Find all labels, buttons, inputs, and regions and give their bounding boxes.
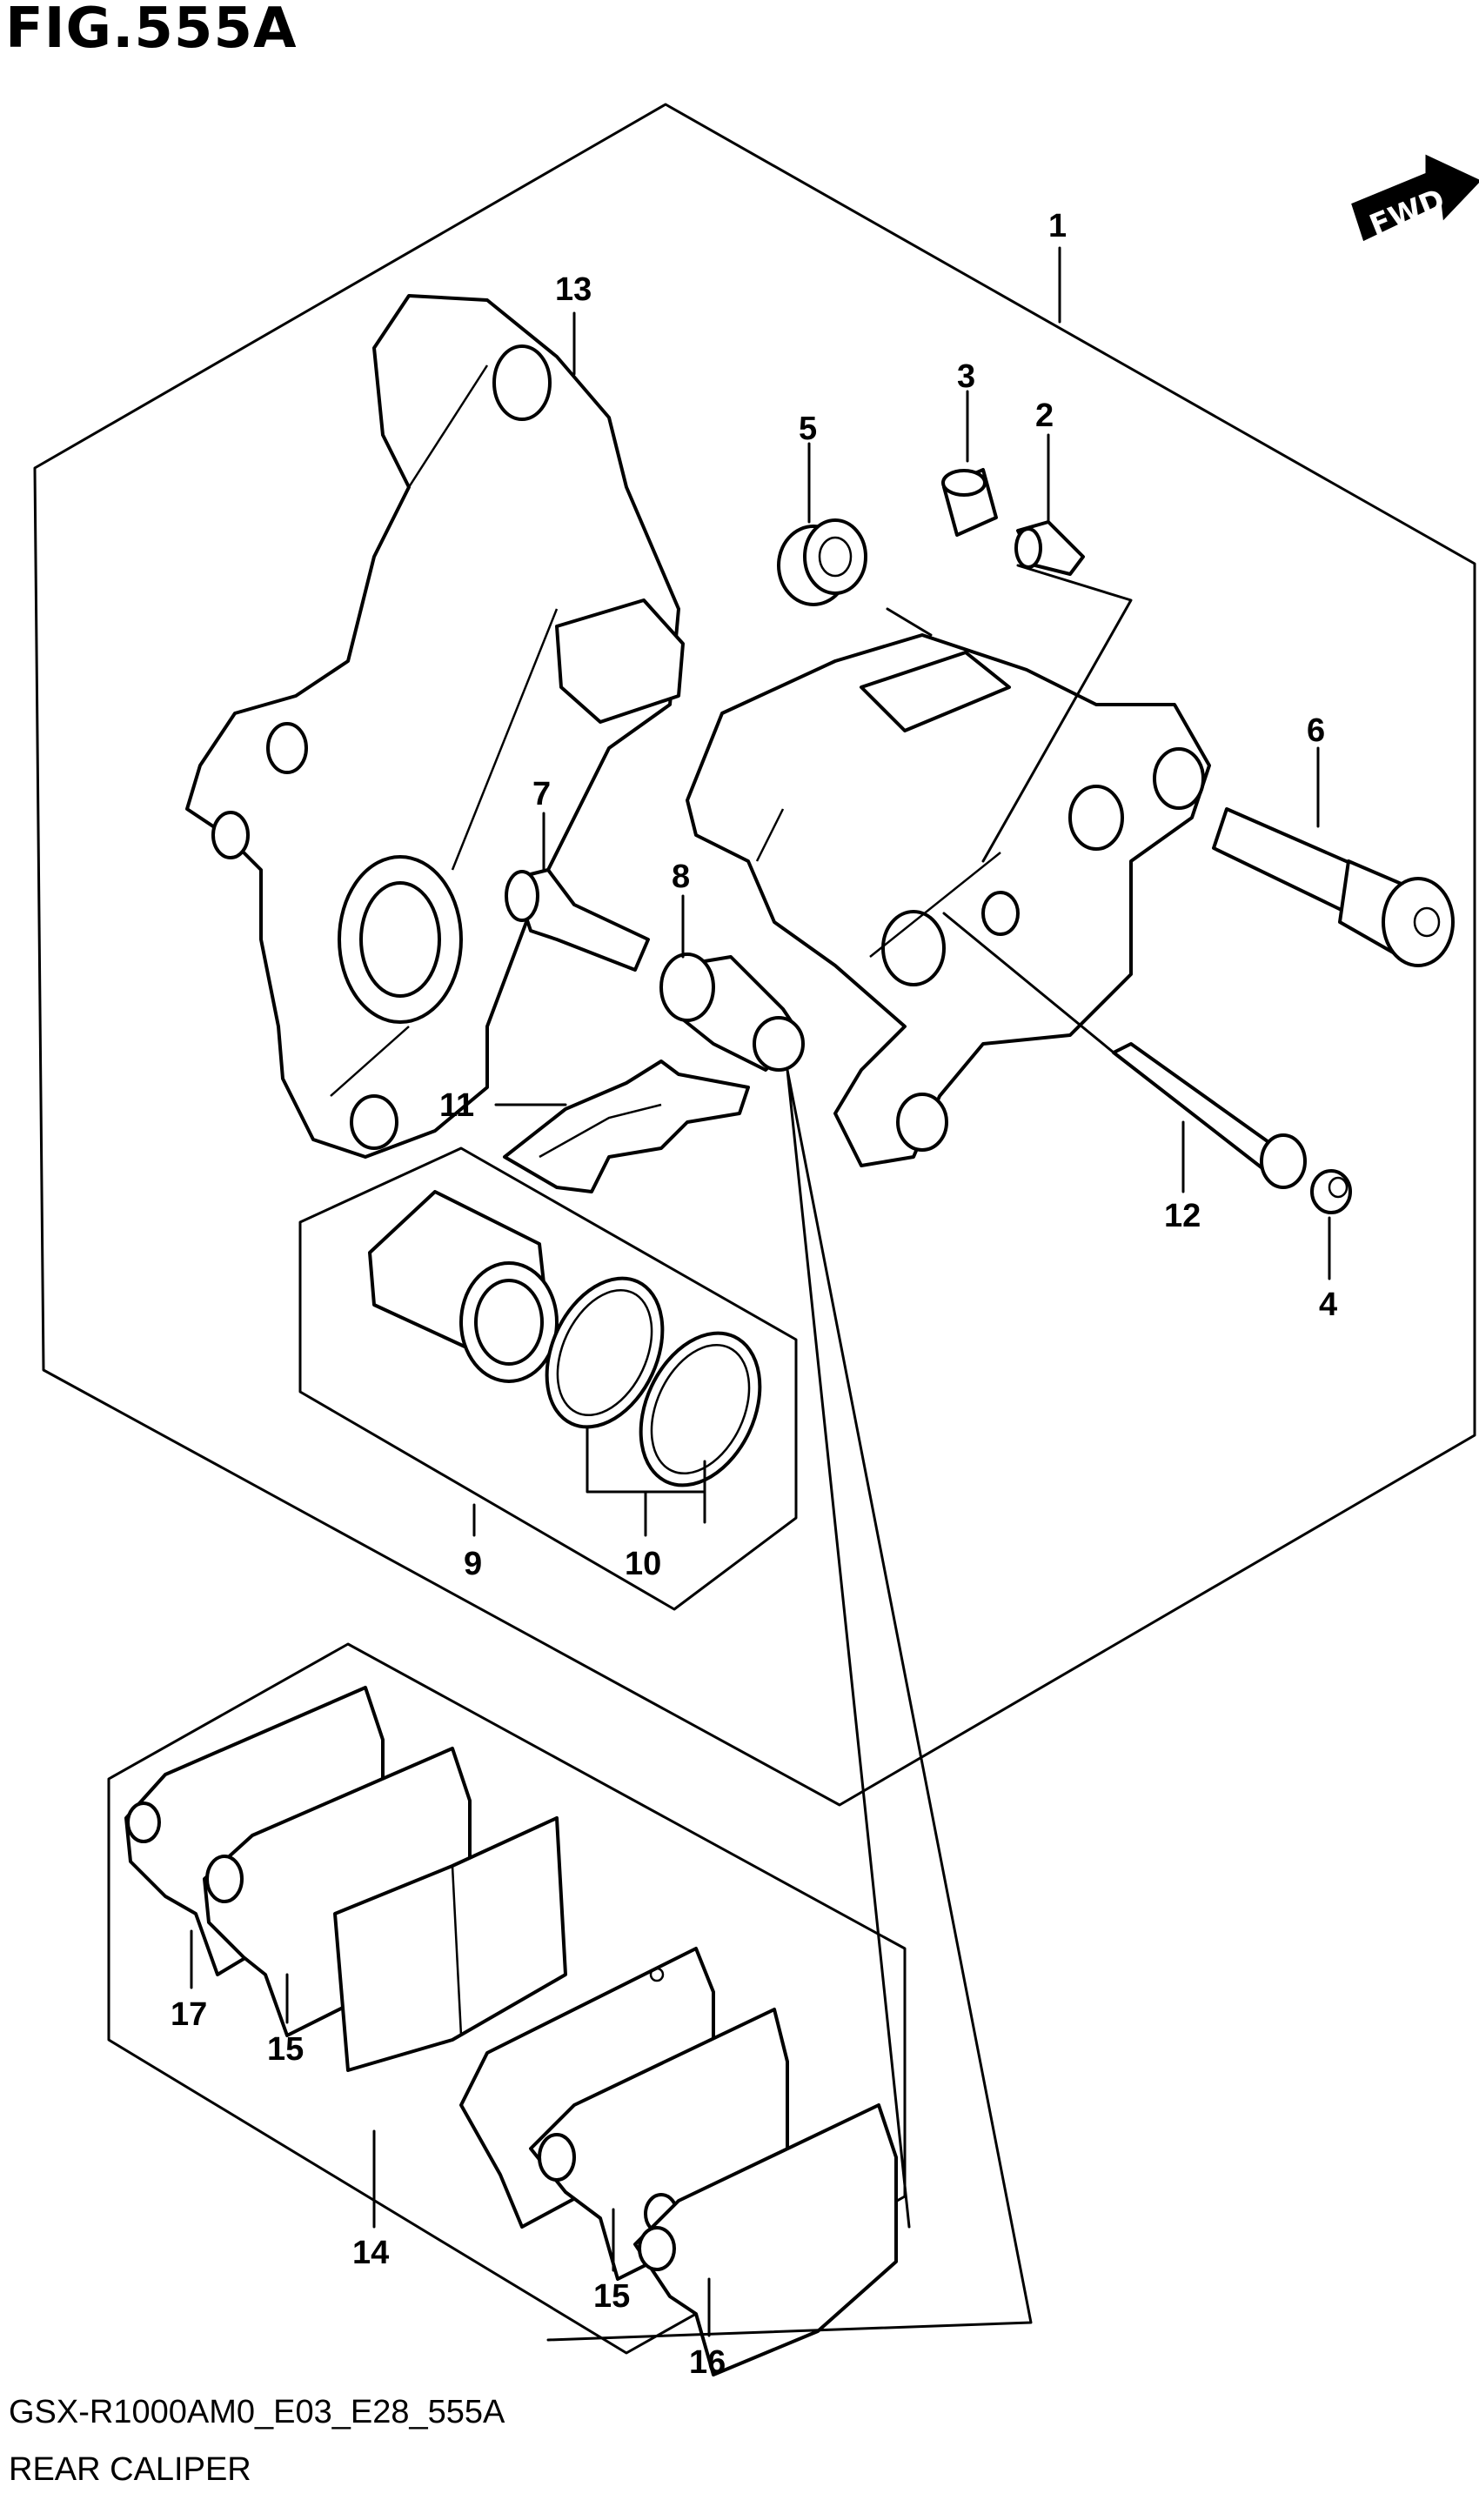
bleeder-valve: [1014, 520, 1085, 576]
model-code: GSX-R1000AM0_E03_E28_555A: [9, 2394, 505, 2430]
pad-pin: [1112, 1042, 1307, 1189]
callout-17: 17: [171, 1996, 207, 2033]
caliper-pin: [1212, 807, 1455, 967]
pin-bolt: [505, 868, 650, 972]
leader-10: [586, 1425, 706, 1537]
group-name: REAR CALIPER: [9, 2451, 251, 2488]
callout-16: 16: [689, 2344, 726, 2381]
caliper-bracket: [185, 294, 685, 1159]
fwd-badge: FWD: [1351, 154, 1479, 244]
pin-boot: [659, 953, 805, 1072]
callout-14: 14: [352, 2235, 389, 2271]
fwd-arrow-icon: [1351, 154, 1479, 242]
bleeder-valve-cap: [941, 468, 998, 537]
callout-11: 11: [439, 1087, 474, 1124]
callout-10: 10: [625, 1546, 661, 1582]
callout-1: 1: [1048, 208, 1067, 244]
callout-15b: 15: [593, 2278, 630, 2315]
callout-5: 5: [799, 411, 817, 447]
callout-3: 3: [957, 358, 975, 395]
pad-pin-plug: [1310, 1169, 1352, 1214]
callout-7: 7: [532, 776, 551, 812]
figure-title: FIG.555A: [5, 0, 298, 61]
callout-9: 9: [464, 1546, 482, 1582]
piston-seal-set: [545, 1276, 762, 1487]
caliper-assembly-outline: [33, 103, 1476, 1807]
piston: [368, 1190, 559, 1383]
callout-8: 8: [672, 859, 690, 895]
pad-pin-line: [942, 912, 1115, 1054]
pin-pointer-line: [886, 564, 1133, 863]
callout-6: 6: [1307, 712, 1325, 749]
pad-spring: [503, 1059, 750, 1193]
callout-15a: 15: [267, 2031, 304, 2068]
bleeder-cap: [777, 518, 867, 606]
pad-shim-inner: [633, 2103, 898, 2376]
callout-13: 13: [555, 271, 592, 308]
piston-set-outline: [298, 1146, 798, 1611]
caliper-body: [686, 633, 1211, 1167]
brake-pad-a: [203, 1747, 567, 2072]
callout-2: 2: [1035, 398, 1054, 434]
callout-4: 4: [1319, 1287, 1337, 1323]
callout-12: 12: [1164, 1198, 1201, 1234]
